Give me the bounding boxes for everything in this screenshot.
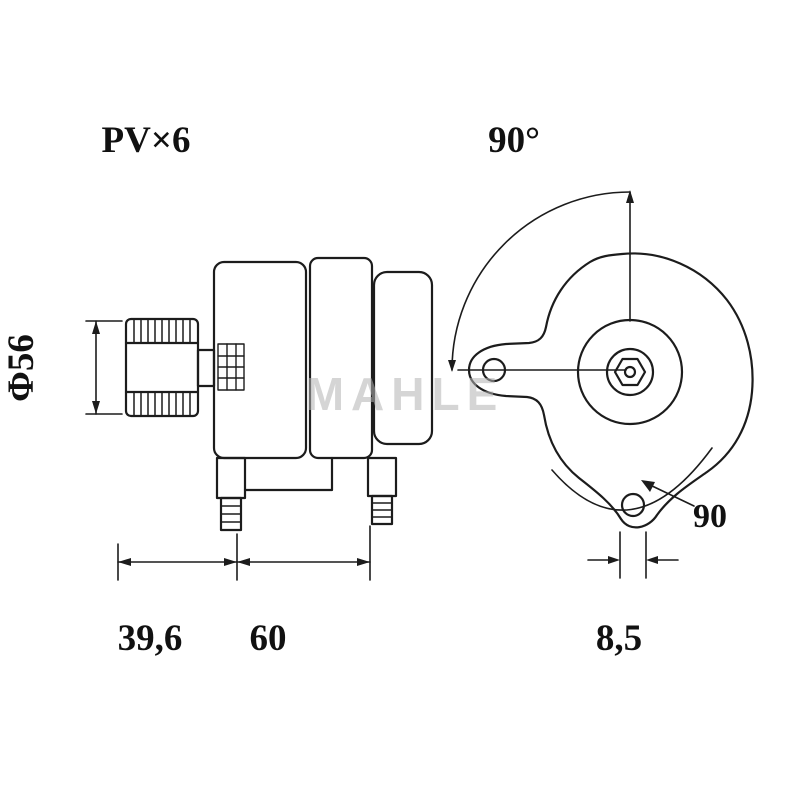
housing-outline <box>467 252 754 529</box>
label-pulley-type: PV×6 <box>102 120 191 161</box>
pulley-shaft <box>196 348 216 388</box>
mounting-lug-rear <box>366 456 398 526</box>
label-pulley-diameter: Φ56 <box>1 334 42 402</box>
pulley-ribs-top <box>133 319 191 343</box>
dimension-90deg-top <box>448 190 634 372</box>
shaft-nut-hex <box>613 357 647 387</box>
bottom-hole <box>620 492 646 518</box>
shaft-center <box>623 365 637 379</box>
lug-step-line <box>243 456 334 492</box>
dimension-90-bottom <box>551 447 713 511</box>
watermark: MAHLE <box>306 368 505 420</box>
front-bracket <box>212 260 308 460</box>
pulley-ribs-bottom <box>133 392 191 416</box>
front-view-drawing <box>467 252 754 529</box>
label-top-angle: 90° <box>488 120 540 161</box>
dimension-85 <box>587 531 679 579</box>
side-view-drawing <box>124 256 434 532</box>
vent-grid <box>217 343 245 391</box>
label-bottom-angle: 90 <box>693 498 727 535</box>
dimension-phi56 <box>85 320 123 415</box>
label-dim-hole: 8,5 <box>596 618 642 659</box>
bearing-boss-outer <box>576 318 684 426</box>
dimension-lines <box>85 190 713 581</box>
dimension-396-60 <box>117 525 371 581</box>
rear-housing <box>308 256 374 460</box>
label-dim-pulley-offset: 39,6 <box>118 618 183 659</box>
rectifier-cover <box>372 270 434 446</box>
label-dim-body-length: 60 <box>250 618 287 659</box>
mounting-lug-front <box>215 456 247 532</box>
bearing-boss-inner <box>605 347 655 397</box>
